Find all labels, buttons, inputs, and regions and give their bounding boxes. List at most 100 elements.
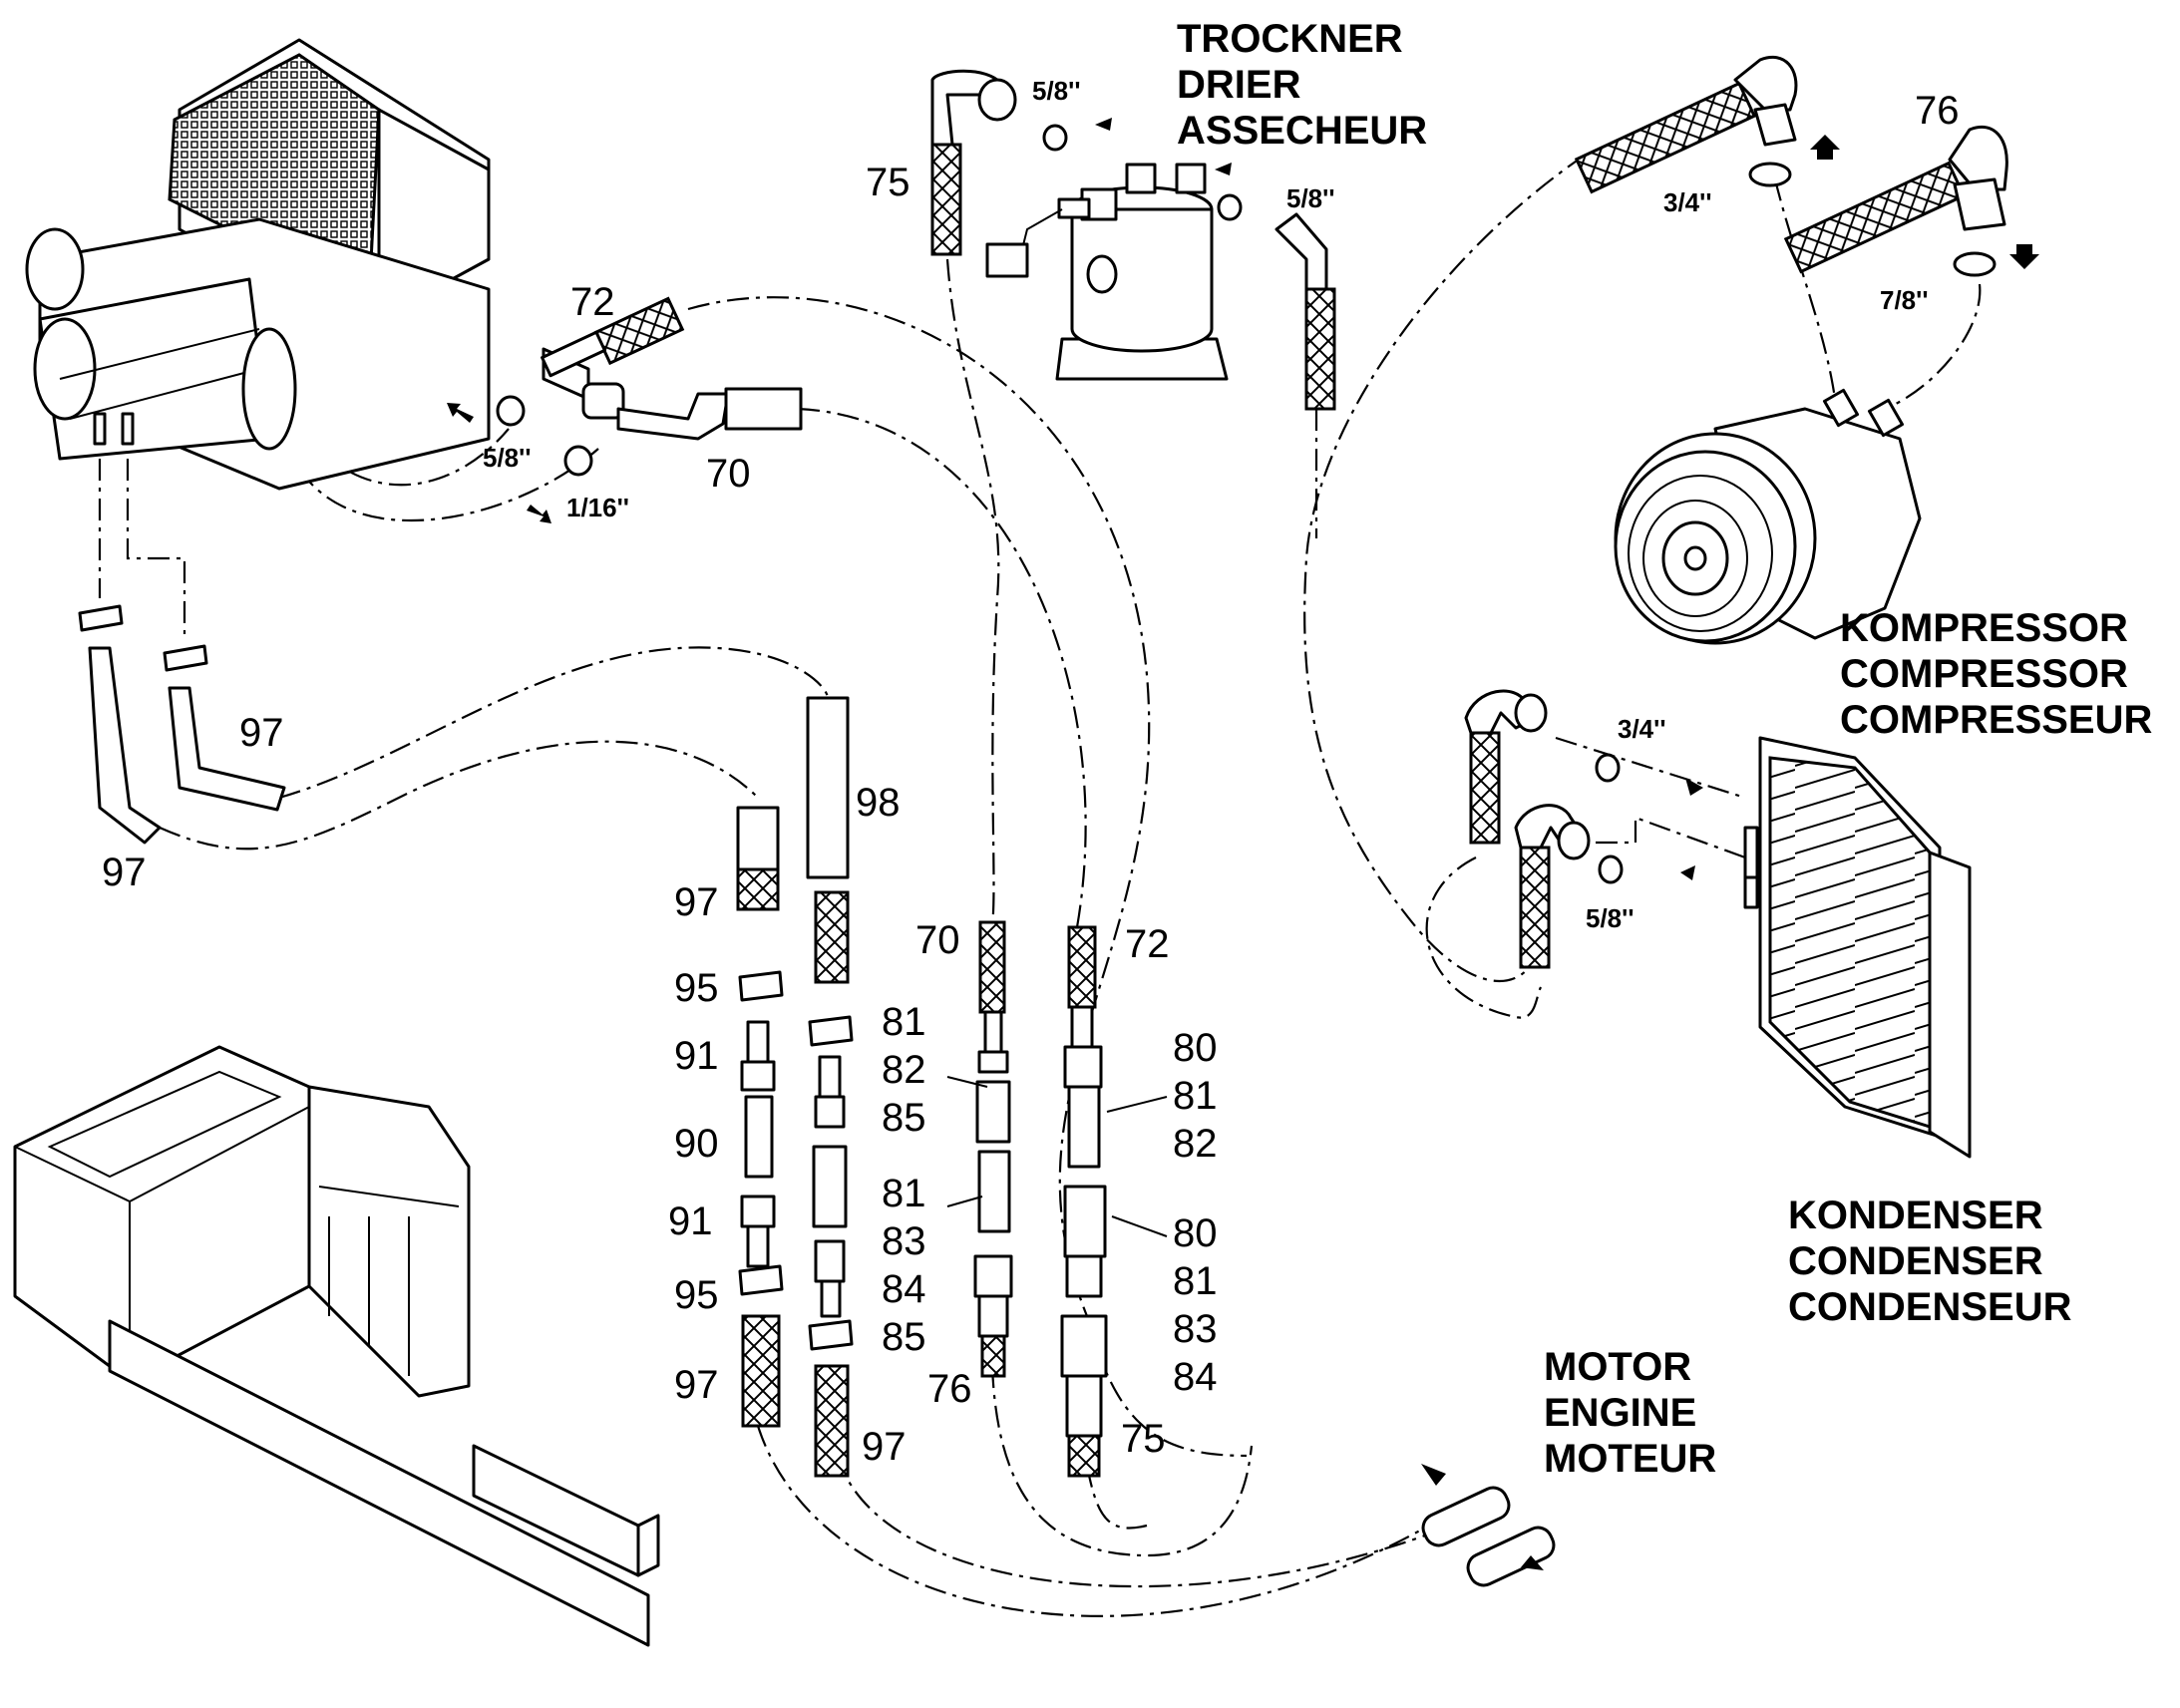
braided-hose-icon: [1519, 846, 1551, 969]
o-ring-icon: [1042, 124, 1068, 152]
caption-compressor-line-1: KOMPRESSOR: [1840, 606, 2128, 650]
flow-arrow-icon: [1685, 778, 1703, 796]
hose-clamp-icon: [738, 970, 784, 1002]
callout-72-top: 72: [570, 280, 615, 324]
caption-engine-line-2: ENGINE: [1544, 1391, 1696, 1435]
size-drier-right-5-8: 5/8'': [1286, 183, 1335, 213]
callout-95-a: 95: [674, 966, 719, 1010]
o-ring-icon: [1748, 162, 1792, 187]
route-engine-loop-a: [756, 1425, 1447, 1617]
fitting-column-4: [1060, 925, 1108, 1478]
callout-85-b: 85: [882, 1315, 926, 1359]
route-fitting-col3: [990, 1365, 1254, 1557]
route-compressor-suction: [1773, 178, 1837, 400]
route-condenser-out: [1596, 816, 1746, 859]
mounting-brackets: [13, 1045, 660, 1647]
flow-arrow-icon: [1680, 865, 1695, 880]
hose-clamp-icon: [808, 1319, 854, 1351]
caption-compressor-line-2: COMPRESSOR: [1840, 652, 2128, 696]
hose-clamp-icon: [808, 1015, 854, 1047]
braided-hose-icon: [930, 143, 962, 256]
hose-clamp-icon: [163, 644, 208, 672]
braided-hose-icon: [1574, 81, 1757, 194]
route-compressor-to-7-8: [1884, 283, 1982, 411]
caption-condenser-line-1: KONDENSER: [1788, 1194, 2043, 1237]
size-drier-left-5-8: 5/8'': [1032, 76, 1081, 106]
size-condenser-5-8: 5/8'': [1586, 903, 1635, 933]
o-ring-icon: [496, 395, 526, 427]
fitting-column-2: [806, 696, 854, 1478]
flow-arrow-icon: [1215, 163, 1232, 175]
callout-82-a: 82: [882, 1048, 926, 1092]
caption-condenser-line-2: CONDENSER: [1788, 1239, 2043, 1283]
callout-97-b: 97: [102, 851, 147, 894]
caption-engine-line-1: MOTOR: [1544, 1345, 1691, 1389]
braided-hose-icon: [978, 920, 1006, 1014]
route-hose97-right: [278, 646, 830, 800]
callout-90: 90: [674, 1122, 719, 1166]
braided-hose-icon: [1469, 731, 1501, 845]
route-hose97-left: [159, 740, 759, 851]
captions: TROCKNER DRIER ASSECHEUR KOMPRESSOR COMP…: [1177, 17, 2152, 1481]
caption-compressor-line-3: COMPRESSEUR: [1840, 698, 2152, 742]
callout-97-c: 97: [674, 880, 719, 924]
callout-81-a: 81: [882, 1000, 926, 1044]
size-compressor-7-8: 7/8'': [1880, 285, 1929, 315]
route-hose72-loop: [687, 296, 1248, 1458]
callout-81-b: 81: [882, 1172, 926, 1215]
route-hose70-loop: [797, 407, 1087, 928]
route-fitting-col4: [1085, 1465, 1148, 1530]
callout-91-a: 91: [674, 1034, 719, 1078]
callout-97-a: 97: [239, 711, 284, 755]
callout-75-top: 75: [866, 161, 910, 204]
callout-91-b: 91: [668, 1199, 713, 1243]
callout-84-b: 84: [1173, 1355, 1218, 1399]
evaporator-unit: [25, 38, 491, 491]
caption-drier-line-3: ASSECHEUR: [1177, 109, 1427, 153]
route-compressor-discharge: [1303, 154, 1587, 982]
o-ring-icon: [1598, 854, 1624, 884]
braided-hose-icon: [1067, 925, 1097, 1009]
braided-hose-icon: [1783, 161, 1967, 274]
flow-arrow-icon: [2009, 244, 2039, 269]
flow-arrow-icon: [1421, 1464, 1446, 1486]
callout-83-b: 83: [1173, 1307, 1218, 1351]
caption-drier-line-2: DRIER: [1177, 63, 1301, 107]
route-evap-right-drain: [126, 419, 186, 638]
callout-85-a: 85: [882, 1096, 926, 1140]
callout-76-top: 76: [1915, 89, 1960, 133]
callout-70-top: 70: [706, 452, 751, 496]
drier-assembly: [930, 69, 1336, 411]
connection-routes: [98, 154, 1982, 1617]
size-labels: 5/8'' 1/16'' 5/8'' 5/8'' 3/4'' 7/8'' 3/4…: [483, 76, 1929, 933]
route-condenser-in: [1555, 736, 1746, 800]
leader-lines: [946, 1076, 1168, 1237]
callout-80-b: 80: [1173, 1211, 1218, 1255]
condenser-assembly: [1464, 689, 1972, 1159]
size-condenser-3-4: 3/4'': [1618, 714, 1666, 744]
callout-97-e: 97: [862, 1425, 907, 1469]
caption-drier-line-1: TROCKNER: [1177, 17, 1403, 61]
o-ring-icon: [1953, 251, 1997, 277]
flow-arrow-icon: [1521, 1555, 1544, 1570]
o-ring-icon: [1595, 753, 1621, 783]
part-callouts: 72 70 75 76 97 97 98 97 95 91 90 91 95 9…: [102, 89, 1960, 1469]
callout-83-a: 83: [882, 1219, 926, 1263]
size-evap-1-16: 1/16'': [566, 493, 629, 522]
braided-hose-icon: [1304, 287, 1336, 411]
braided-hose-icon: [814, 1364, 850, 1478]
route-condenser-loop: [1425, 856, 1543, 1019]
engine-ports: [1421, 1464, 1556, 1587]
fitting-column-1: [736, 806, 784, 1428]
hose-clamp-icon: [738, 1264, 784, 1296]
compressor-assembly: [1574, 56, 2039, 645]
hose-clamp-icon: [78, 604, 124, 632]
callout-76-b: 76: [927, 1367, 972, 1411]
caption-engine-line-3: MOTEUR: [1544, 1437, 1716, 1481]
callout-98: 98: [856, 781, 901, 825]
size-evap-5-8: 5/8'': [483, 443, 532, 473]
callout-82-b: 82: [1173, 1122, 1218, 1166]
callout-95-b: 95: [674, 1273, 719, 1317]
flow-arrow-icon: [447, 403, 474, 423]
